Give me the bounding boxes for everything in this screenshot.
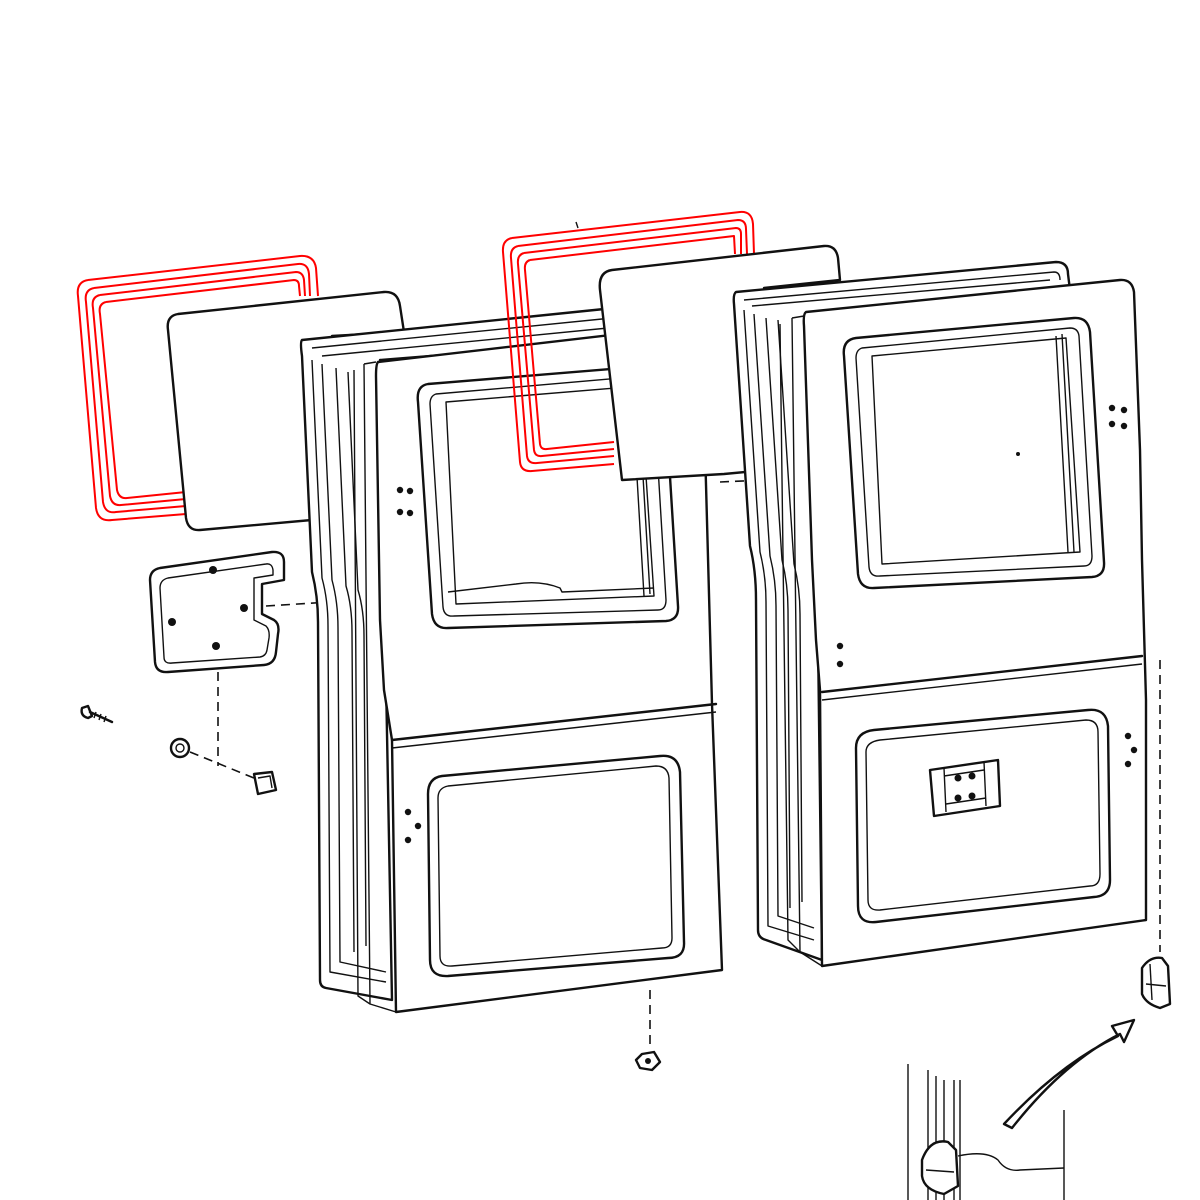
right-window-weatherstrip[interactable] bbox=[501, 210, 755, 473]
left-window-weatherstrip[interactable] bbox=[76, 254, 319, 522]
latch-cover-plate[interactable] bbox=[148, 550, 286, 674]
door-bottom-plug[interactable] bbox=[634, 1050, 662, 1072]
clip-nut[interactable] bbox=[169, 737, 191, 759]
screw[interactable] bbox=[80, 704, 114, 724]
arrow-icon bbox=[1002, 1018, 1136, 1130]
right-door-inner-frame[interactable] bbox=[732, 260, 1072, 962]
left-door-panel[interactable] bbox=[353, 324, 724, 1014]
left-window-glass[interactable] bbox=[166, 290, 406, 532]
retainer-clip[interactable] bbox=[252, 770, 278, 796]
detail-view-hinge bbox=[907, 1018, 1136, 1200]
right-door-panel[interactable] bbox=[779, 278, 1148, 968]
door-bumper[interactable] bbox=[1140, 956, 1172, 1010]
lock-striker-bracket[interactable] bbox=[928, 758, 1002, 818]
